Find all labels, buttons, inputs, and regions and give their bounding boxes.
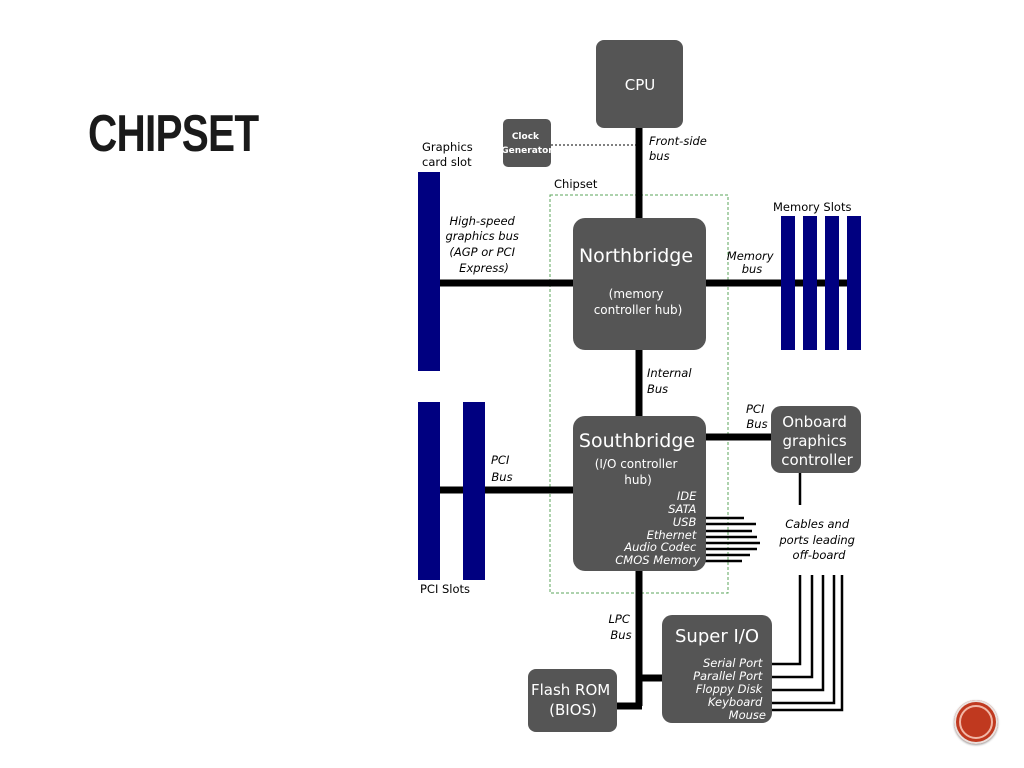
memory-slot: [825, 216, 839, 350]
internal-bus-label: Internal Bus: [647, 366, 695, 396]
super-io-box: [662, 615, 772, 723]
memory-slot: [847, 216, 861, 350]
flash-rom-box: [528, 669, 617, 732]
graphics-card-slot-label: Graphics card slot: [422, 140, 476, 169]
super-io-title: Super I/O: [675, 626, 759, 647]
pci-slot: [463, 402, 485, 580]
southbridge-port-lines: [700, 516, 760, 563]
southbridge-title: Southbridge: [579, 430, 695, 452]
onboard-graphics-label: Onboard graphics controller: [781, 413, 853, 469]
pci-bus-left-label: PCI Bus: [491, 453, 513, 484]
graphics-bus-label: High-speed graphics bus (AGP or PCI Expr…: [445, 214, 522, 275]
chipset-label: Chipset: [554, 177, 598, 191]
pci-bus-right-label: PCI Bus: [746, 402, 768, 431]
onboard-graphics-box: [771, 406, 861, 473]
memory-slot: [803, 216, 817, 350]
lpc-bus-label: LPC Bus: [608, 612, 633, 642]
next-slide-icon: [959, 705, 993, 739]
pci-slot: [418, 402, 440, 580]
flash-rom-label: Flash ROM (BIOS): [531, 681, 615, 719]
southbridge-box: [573, 416, 706, 571]
northbridge-title: Northbridge: [579, 245, 693, 267]
pci-slots-label: PCI Slots: [420, 582, 470, 596]
northbridge-box: [573, 218, 706, 350]
next-slide-button[interactable]: [954, 700, 998, 744]
memory-slots: [781, 216, 861, 350]
southbridge-subtitle: (I/O controller hub): [595, 457, 682, 487]
cpu-box: [596, 40, 683, 128]
graphics-card-slot: [418, 172, 440, 371]
superio-cable-lines: [765, 575, 844, 712]
clock-label: Clock Generator: [501, 132, 553, 156]
cables-label: Cables and ports leading off-board: [778, 517, 858, 562]
front-side-bus-label: Front-side bus: [649, 134, 711, 163]
southbridge-ports: IDE SATA USB Ethernet Audio Codec CMOS M…: [615, 489, 700, 567]
memory-bus-label: Memory bus: [727, 249, 777, 276]
slide-title: CHIPSET: [88, 105, 259, 163]
super-io-ports: Serial Port Parallel Port Floppy Disk Ke…: [693, 656, 766, 722]
cpu-label: CPU: [625, 76, 656, 94]
memory-slot: [781, 216, 795, 350]
pci-slots: [418, 402, 485, 580]
clock-generator-box: [503, 119, 551, 167]
memory-slots-label: Memory Slots: [773, 200, 851, 214]
northbridge-subtitle: (memory controller hub): [594, 287, 683, 317]
